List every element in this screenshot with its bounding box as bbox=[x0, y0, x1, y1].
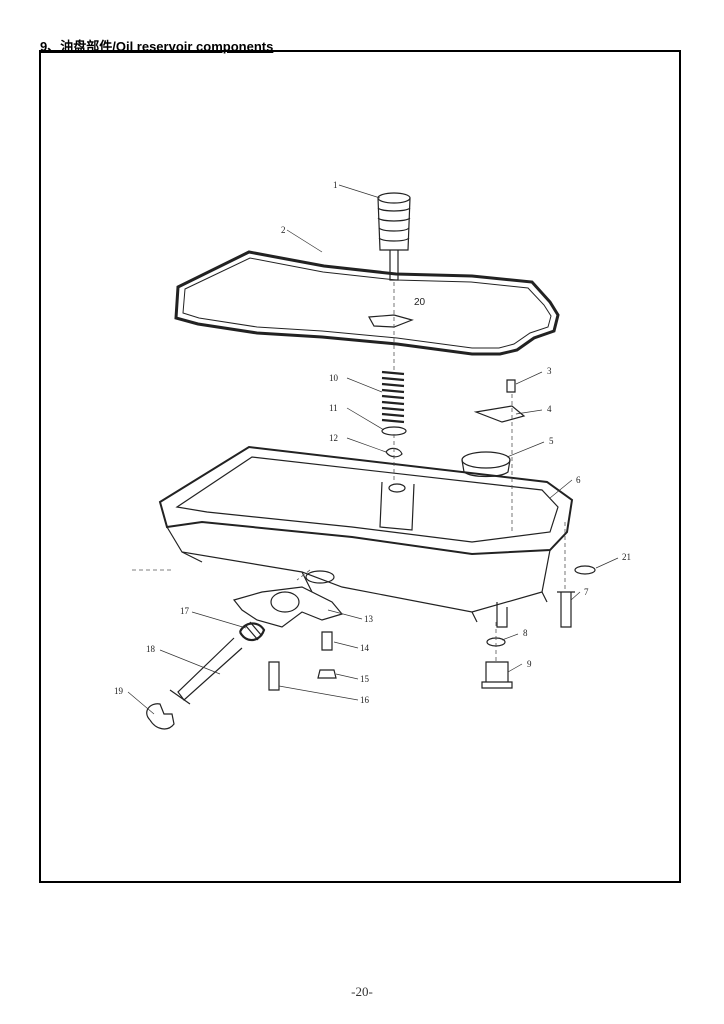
washer-part-21 bbox=[574, 565, 596, 575]
callout-14: 14 bbox=[360, 643, 370, 653]
exploded-parts-diagram: 1 2 3 4 5 6 7 8 9 10 11 12 13 14 15 16 1… bbox=[114, 180, 631, 730]
callout-1: 1 bbox=[333, 180, 338, 190]
callout-19: 19 bbox=[114, 686, 124, 696]
bolt-part bbox=[557, 591, 575, 628]
callout-6: 6 bbox=[576, 475, 581, 485]
bracket-part bbox=[473, 405, 526, 423]
pin-part-14 bbox=[321, 631, 333, 651]
callout-2: 2 bbox=[281, 225, 286, 235]
callout-9: 9 bbox=[527, 659, 532, 669]
oil-filter-part bbox=[377, 192, 411, 281]
callout-8: 8 bbox=[523, 628, 528, 638]
plug-part bbox=[481, 661, 513, 689]
leader-lines bbox=[127, 184, 619, 715]
callout-21: 21 bbox=[622, 552, 631, 562]
callout-10: 10 bbox=[329, 373, 339, 383]
callout-13: 13 bbox=[364, 614, 374, 624]
lever-part bbox=[232, 586, 344, 628]
callout-20: 20 bbox=[414, 297, 426, 308]
callout-11: 11 bbox=[329, 403, 338, 413]
callout-16: 16 bbox=[360, 695, 370, 705]
page-number: -20- bbox=[351, 984, 373, 999]
callout-18: 18 bbox=[146, 644, 156, 654]
screw-part bbox=[506, 379, 516, 393]
oil-pan-body bbox=[158, 445, 574, 628]
e-clip-part bbox=[146, 703, 175, 730]
retaining-ring-part bbox=[385, 447, 403, 458]
pin-part-16 bbox=[268, 661, 280, 691]
torsion-spring-part bbox=[238, 622, 266, 642]
callout-7: 7 bbox=[584, 587, 589, 597]
washer-part bbox=[381, 426, 407, 436]
nut-part bbox=[317, 669, 337, 679]
shaft-part bbox=[177, 637, 243, 701]
callout-3: 3 bbox=[547, 366, 552, 376]
diagram-frame: 1 2 3 4 5 6 7 8 9 10 11 12 13 14 15 16 1… bbox=[39, 50, 681, 883]
clip-part-20 bbox=[368, 314, 414, 328]
gasket-part bbox=[174, 250, 560, 356]
callout-12: 12 bbox=[329, 433, 338, 443]
callout-15: 15 bbox=[360, 674, 370, 684]
spring-part bbox=[381, 370, 405, 424]
cap-part bbox=[461, 451, 511, 469]
callout-17: 17 bbox=[180, 606, 190, 616]
callout-4: 4 bbox=[547, 404, 552, 414]
callout-5: 5 bbox=[549, 436, 554, 446]
centerlines bbox=[132, 282, 566, 662]
